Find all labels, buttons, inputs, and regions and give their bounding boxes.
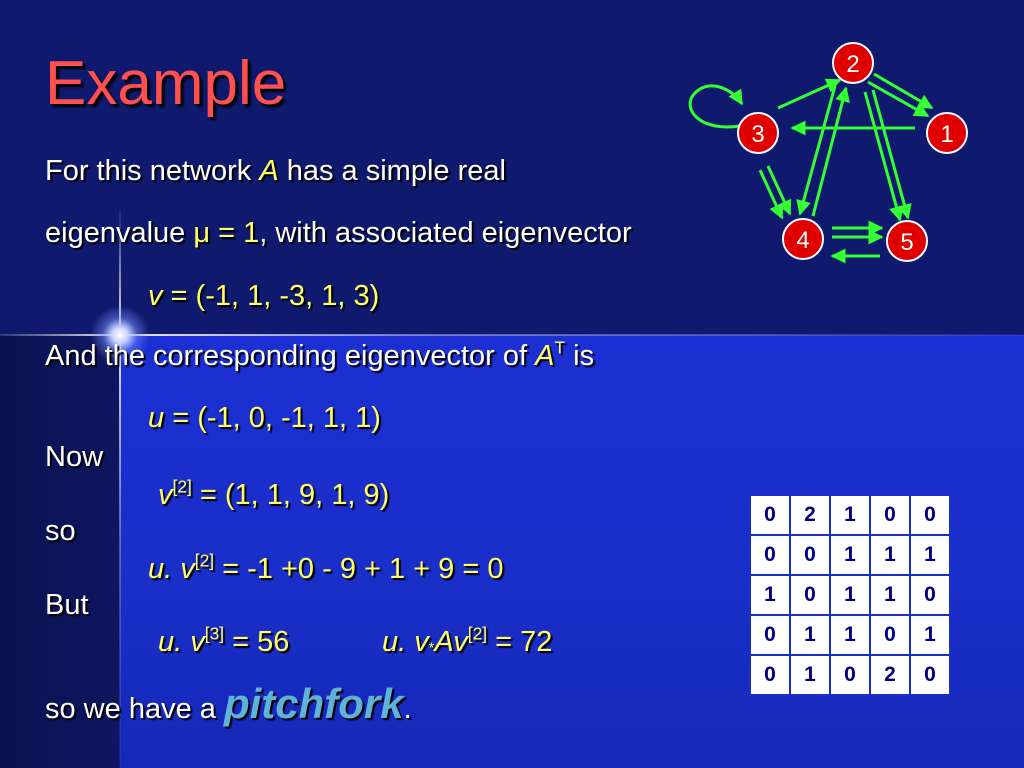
matrix-cell: 0 <box>829 654 871 696</box>
light-flare <box>90 305 150 365</box>
adjacency-matrix: 0 2 1 0 0 0 0 1 1 1 1 0 1 1 0 0 <box>749 494 951 696</box>
matrix-cell: 1 <box>789 654 831 696</box>
matrix-symbol: A <box>259 155 279 187</box>
svg-text:1: 1 <box>940 121 953 148</box>
matrix-cell: 1 <box>909 534 951 576</box>
matrix-cell: 0 <box>749 654 791 696</box>
matrix-cell: 0 <box>749 614 791 656</box>
matrix-cell: 0 <box>749 494 791 536</box>
network-graph: 2 3 1 4 5 <box>688 42 968 264</box>
node-1: 1 <box>926 112 968 154</box>
edge-3-4a <box>758 169 784 220</box>
matrix-row: 0 2 1 0 0 <box>749 494 951 536</box>
background-shade <box>0 335 120 768</box>
matrix-cell: 1 <box>909 614 951 656</box>
conclusion-line: so we have a pitchfork. <box>45 680 412 727</box>
matrix-cell: 1 <box>869 574 911 616</box>
svg-text:4: 4 <box>796 227 809 254</box>
text-line-1: For this network A has a simple real <box>45 155 506 187</box>
matrix-cell: 0 <box>749 534 791 576</box>
edge-2-5b <box>871 89 912 220</box>
matrix-cell: 1 <box>869 534 911 576</box>
node-4: 4 <box>782 218 824 260</box>
node-5: 5 <box>886 220 928 262</box>
uv3-equation: u. v[3] = 56 <box>158 623 290 658</box>
now-label: Now <box>45 441 104 473</box>
matrix-cell: 0 <box>909 654 951 696</box>
matrix-cell: 0 <box>909 494 951 536</box>
svg-text:3: 3 <box>751 121 764 148</box>
matrix-cell: 0 <box>869 494 911 536</box>
so-label: so <box>45 515 76 547</box>
text-line-4: And the corresponding eigenvector of AT … <box>45 337 595 372</box>
matrix-cell: 1 <box>829 574 871 616</box>
matrix-cell: 0 <box>909 574 951 616</box>
matrix-cell: 2 <box>789 494 831 536</box>
svg-text:5: 5 <box>900 229 913 256</box>
edge-2-1a <box>873 72 934 110</box>
pitchfork-word: pitchfork <box>223 680 404 727</box>
self-loop-3 <box>688 84 744 129</box>
edge-3-2 <box>777 78 842 110</box>
matrix-row: 1 0 1 1 0 <box>749 574 951 616</box>
edge-4-2 <box>811 86 850 217</box>
svg-text:2: 2 <box>846 51 859 78</box>
matrix-cell: 0 <box>869 614 911 656</box>
eigenvector-u: u = (-1, 0, -1, 1, 1) <box>148 402 381 434</box>
matrix-row: 0 1 0 2 0 <box>749 654 951 696</box>
edge-2-1b <box>867 80 930 118</box>
matrix-cell: 1 <box>829 614 871 656</box>
node-3: 3 <box>737 112 779 154</box>
text-line-2: eigenvalue μ = 1, with associated eigenv… <box>45 217 632 249</box>
uvAv2-equation: u. v*Av[2] = 72 <box>382 623 553 658</box>
edge-2-5a <box>863 91 904 222</box>
vertical-light-line <box>119 210 121 768</box>
eigenvalue-expression: μ = 1 <box>193 217 260 249</box>
matrix-row: 0 1 1 0 1 <box>749 614 951 656</box>
matrix-cell: 1 <box>829 494 871 536</box>
v2-equation: v[2] = (1, 1, 9, 1, 9) <box>158 476 390 511</box>
horizontal-light-line <box>0 334 1024 336</box>
matrix-row: 0 0 1 1 1 <box>749 534 951 576</box>
eigenvector-v: v = (-1, 1, -3, 1, 3) <box>148 280 380 312</box>
matrix-cell: 2 <box>869 654 911 696</box>
slide-title: Example <box>45 49 287 118</box>
edge-2-4 <box>796 85 837 216</box>
matrix-cell: 0 <box>789 534 831 576</box>
uv2-equation: u. v[2] = -1 +0 - 9 + 1 + 9 = 0 <box>148 550 504 585</box>
edge-3-4b <box>766 165 792 216</box>
matrix-cell: 1 <box>829 534 871 576</box>
matrix-cell: 1 <box>749 574 791 616</box>
matrix-cell: 1 <box>789 614 831 656</box>
node-2: 2 <box>832 42 874 84</box>
matrix-cell: 0 <box>789 574 831 616</box>
but-label: But <box>45 589 89 621</box>
